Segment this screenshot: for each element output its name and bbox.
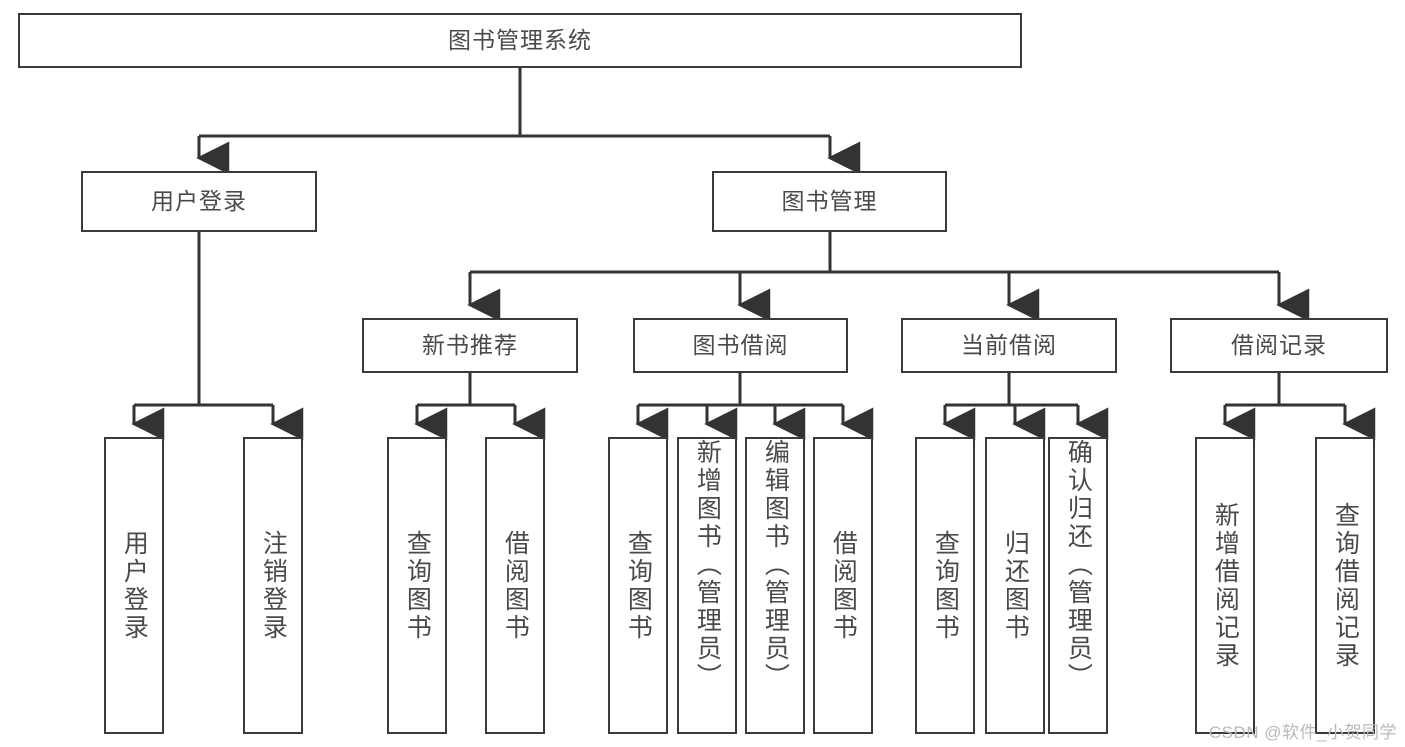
node-book-management-label: 图书管理 [781,188,878,214]
leaf-query-book-borrow-label: 查询图书 [624,529,653,642]
leaf-query-book-recommend[interactable]: 查询图书 [387,437,447,734]
leaf-user-login[interactable]: 用户登录 [104,437,164,734]
node-user-login[interactable]: 用户登录 [81,171,317,232]
leaf-confirm-return-admin-label: 确认归还（管理员） [1064,439,1093,691]
node-new-book-recommend[interactable]: 新书推荐 [362,318,578,373]
leaf-query-book-current-label: 查询图书 [931,529,960,642]
node-root[interactable]: 图书管理系统 [18,13,1022,68]
leaf-edit-book-admin[interactable]: 编辑图书（管理员） [745,437,805,734]
node-book-borrow[interactable]: 图书借阅 [633,318,848,373]
leaf-confirm-return-admin[interactable]: 确认归还（管理员） [1048,437,1108,734]
leaf-query-borrow-record-label: 查询借阅记录 [1331,501,1360,670]
csdn-watermark: CSDN @软件_小贺同学 [1208,723,1397,742]
leaf-logout-login[interactable]: 注销登录 [243,437,303,734]
leaf-borrow-book-recommend-label: 借阅图书 [501,529,530,642]
leaf-add-borrow-record[interactable]: 新增借阅记录 [1195,437,1255,734]
leaf-borrow-book-label: 借阅图书 [829,529,858,642]
node-root-label: 图书管理系统 [448,27,592,53]
node-book-borrow-label: 图书借阅 [692,332,789,358]
leaf-borrow-book-recommend[interactable]: 借阅图书 [485,437,545,734]
leaf-add-book-admin-label: 新增图书（管理员） [693,439,722,691]
node-borrow-record[interactable]: 借阅记录 [1170,318,1388,373]
node-book-management[interactable]: 图书管理 [712,171,947,232]
leaf-add-book-admin[interactable]: 新增图书（管理员） [677,437,737,734]
leaf-user-login-label: 用户登录 [120,529,149,642]
leaf-query-book-current[interactable]: 查询图书 [915,437,975,734]
leaf-query-book-borrow[interactable]: 查询图书 [608,437,668,734]
leaf-return-book[interactable]: 归还图书 [985,437,1045,734]
leaf-edit-book-admin-label: 编辑图书（管理员） [761,439,790,691]
leaf-borrow-book[interactable]: 借阅图书 [813,437,873,734]
node-new-book-recommend-label: 新书推荐 [422,332,518,358]
node-borrow-record-label: 借阅记录 [1231,332,1327,358]
leaf-return-book-label: 归还图书 [1001,529,1030,642]
node-current-borrow-label: 当前借阅 [961,332,1057,358]
node-current-borrow[interactable]: 当前借阅 [901,318,1117,373]
leaf-add-borrow-record-label: 新增借阅记录 [1211,501,1240,670]
leaf-query-borrow-record[interactable]: 查询借阅记录 [1315,437,1375,734]
leaf-logout-login-label: 注销登录 [259,529,288,642]
leaf-query-book-recommend-label: 查询图书 [403,529,432,642]
node-user-login-label: 用户登录 [151,188,247,214]
